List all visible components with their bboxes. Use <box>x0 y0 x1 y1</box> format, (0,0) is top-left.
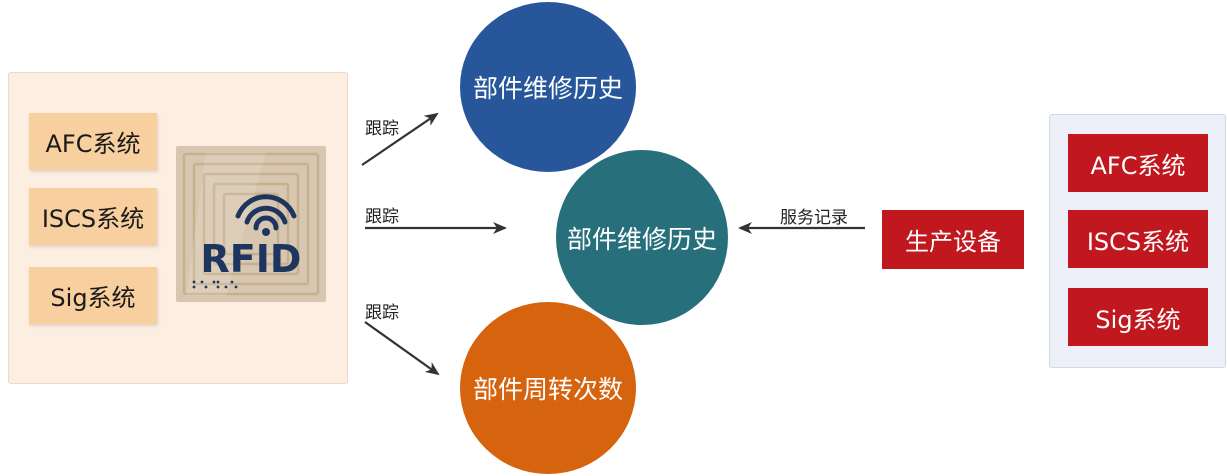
rfid-tag-card: RFID <box>176 146 326 302</box>
arrow-label-top: 跟踪 <box>365 119 399 139</box>
left-system-sig: Sig系统 <box>29 267 157 324</box>
right-system-iscs: ISCS系统 <box>1068 210 1208 268</box>
wifi-signal-icon <box>235 194 297 231</box>
circle-top-label: 部件维修历史 <box>472 74 623 103</box>
arrow-label-bottom: 跟踪 <box>365 303 399 323</box>
arrow-label-right: 服务记录 <box>780 208 848 228</box>
left-system-afc: AFC系统 <box>29 113 157 170</box>
circle-middle: 部件维修历史 <box>556 150 728 325</box>
rfid-antenna-graphic: RFID <box>182 152 320 296</box>
arrow-to-bottom-circle <box>364 321 440 376</box>
right-system-afc: AFC系统 <box>1068 134 1208 192</box>
circle-bottom-label: 部件周转次数 <box>472 375 623 404</box>
production-equipment-box: 生产设备 <box>882 210 1024 269</box>
circle-top: 部件维修历史 <box>460 2 636 172</box>
rfid-text: RFID <box>201 237 302 281</box>
circle-middle-label: 部件维修历史 <box>566 224 717 254</box>
right-system-sig: Sig系统 <box>1068 288 1208 346</box>
left-system-iscs: ISCS系统 <box>29 188 157 245</box>
arrow-label-middle: 跟踪 <box>365 207 399 227</box>
circle-bottom: 部件周转次数 <box>460 302 636 474</box>
braille-dots-graphic <box>192 280 238 289</box>
arrow-to-top-circle <box>361 112 439 166</box>
